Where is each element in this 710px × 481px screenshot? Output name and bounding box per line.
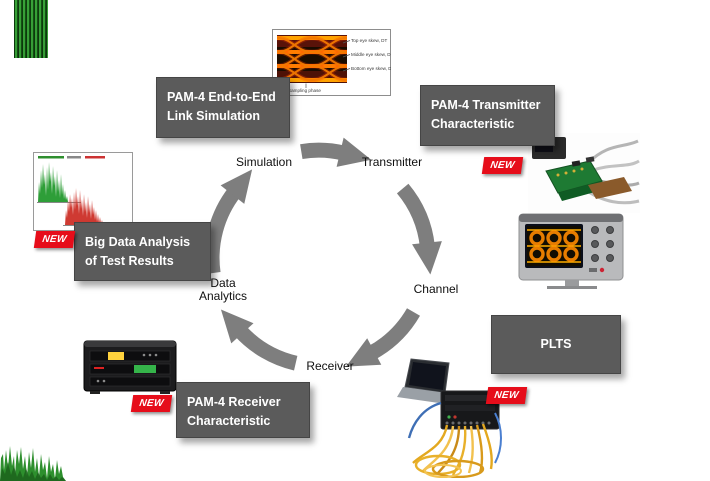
histogram-analysis-image — [33, 152, 133, 231]
box-transmitter-characteristic: PAM-4 Transmitter Characteristic — [420, 85, 555, 146]
cycle-label-receiver: Receiver — [306, 359, 354, 373]
eye-label-bottom: Bottom eye skew, DB — [351, 66, 391, 71]
arrow-simulation-to-transmitter — [300, 137, 372, 167]
new-badge-analytics: NEW — [33, 231, 76, 248]
eye-label-top: Top eye skew, DT — [351, 38, 387, 43]
cycle-label-analytics-line: Analytics — [198, 289, 248, 303]
bert-instrument-photo — [82, 337, 178, 397]
box-link-simulation-line1: PAM-4 End-to-End — [167, 90, 276, 104]
new-badge-receiver: NEW — [130, 395, 173, 412]
eye-label-middle: Middle eye skew, DM — [351, 52, 391, 57]
cycle-label-channel: Channel — [413, 282, 459, 296]
eye-diagram-graphic: Top eye skew, DT Middle eye skew, DM Bot… — [272, 29, 391, 96]
laptop-base — [397, 387, 453, 405]
cycle-label-simulation: Simulation — [235, 155, 293, 169]
oscilloscope-photo — [517, 212, 625, 290]
box-receiver-characteristic: PAM-4 Receiver Characteristic — [176, 382, 310, 438]
instrument-display — [108, 352, 124, 360]
brown-pcb — [588, 177, 632, 199]
oscilloscope-graphic — [518, 213, 624, 289]
bert-instrument-graphic — [83, 340, 177, 394]
box-transmitter-line2: Characteristic — [431, 117, 515, 131]
eye-caption: Sampling phase — [288, 88, 321, 93]
arrow-transmitter-to-channel — [396, 183, 442, 275]
arrow-channel-to-receiver — [345, 308, 420, 367]
green-histogram-texture-bottom-left — [0, 444, 66, 481]
arrow-data-analytics-to-simulation — [204, 169, 253, 275]
box-link-simulation-line2: Link Simulation — [167, 109, 261, 123]
box-receiver-line1: PAM-4 Receiver — [187, 395, 281, 409]
box-link-simulation: PAM-4 End-to-End Link Simulation — [156, 77, 290, 138]
box-transmitter-line1: PAM-4 Transmitter — [431, 98, 541, 112]
histogram-graphic — [33, 152, 133, 231]
cycle-label-data-line: Data — [210, 276, 236, 290]
cycle-label-transmitter: Transmitter — [361, 155, 423, 169]
eye-diagram-image: Top eye skew, DT Middle eye skew, DM Bot… — [272, 29, 391, 96]
green-histogram-texture-top-left — [14, 0, 48, 58]
oscilloscope-stand — [565, 280, 579, 286]
new-badge-plts: NEW — [485, 387, 528, 404]
box-big-data-analysis: Big Data Analysis of Test Results — [74, 222, 211, 281]
green-spikes-graphic — [0, 446, 66, 481]
cycle-label-data-analytics: Data Analytics — [183, 277, 263, 303]
box-plts-label: PLTS — [540, 337, 572, 351]
box-receiver-line2: Characteristic — [187, 414, 271, 428]
cable-test-setup-graphic — [397, 358, 502, 478]
new-badge-transmitter: NEW — [481, 157, 524, 174]
arrow-receiver-to-data-analytics — [220, 309, 298, 371]
cable-test-setup-photo — [383, 353, 508, 478]
box-big-data-line2: of Test Results — [85, 254, 174, 268]
box-plts: PLTS — [491, 315, 621, 374]
box-big-data-line1: Big Data Analysis — [85, 235, 191, 249]
